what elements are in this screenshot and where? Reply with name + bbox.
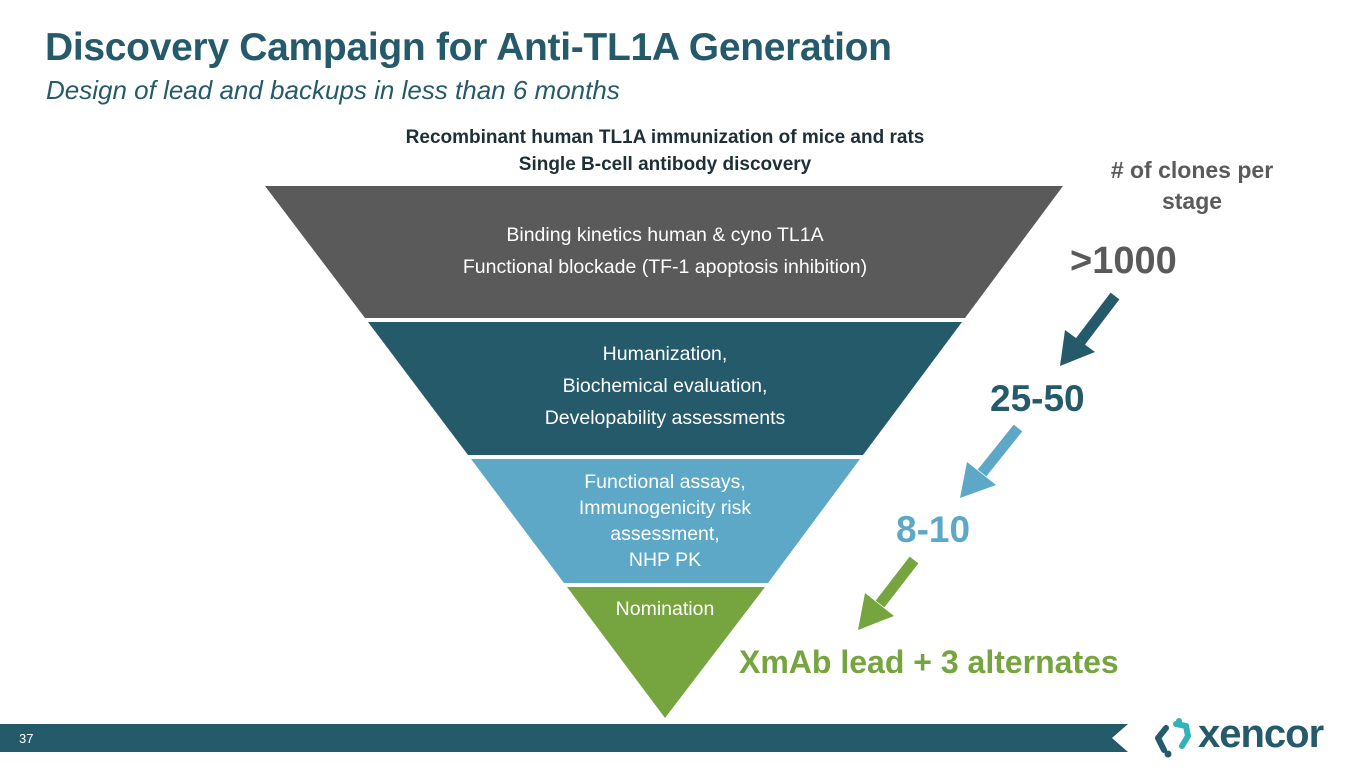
stage-text-line: Immunogenicity risk [578,497,752,519]
clones-per-stage-heading: # of clones per stage [1110,157,1274,214]
stage-text-line: Nomination [615,598,715,620]
stage-text-line: Biochemical evaluation, [562,375,768,397]
stage-text-line: Humanization, [602,343,728,365]
arrow-icon-2 [960,424,1023,498]
slide-title: Discovery Campaign for Anti-TL1A Generat… [45,26,892,69]
xencor-logo-icon [1155,718,1191,758]
stage-nomination-text: Nomination [565,596,765,622]
arrow-icon-3 [858,556,919,630]
funnel-header-line-1: Recombinant human TL1A immunization of m… [405,127,925,148]
stage-text-line: Functional blockade (TF-1 apoptosis inhi… [462,256,868,278]
stage-text-line: assessment, [610,523,720,545]
stage-text-line: Binding kinetics human & cyno TL1A [506,224,824,246]
stage-humanization-text: Humanization, Biochemical evaluation, De… [465,338,865,434]
funnel-header-line-2: Single B-cell antibody discovery [518,154,812,175]
footer-bar [0,724,1128,752]
funnel-stage-nomination [567,587,765,718]
clone-count-humanization: 25-50 [990,378,1085,419]
stage-text-line: Developability assessments [544,407,786,429]
arrow-icon-1 [1060,292,1120,366]
page-number: 37 [19,731,34,746]
funnel-stage-screening [265,186,1063,318]
slide-subtitle: Design of lead and backups in less than … [46,75,620,105]
funnel-stage-functional [471,459,860,583]
stage-functional-text: Functional assays, Immunogenicity risk a… [515,469,815,573]
stage-text-line: Functional assays, [584,471,746,493]
stage-screening-text: Binding kinetics human & cyno TL1A Funct… [365,219,965,283]
funnel-stage-humanization [368,322,962,455]
clone-count-functional: 8-10 [896,509,971,550]
clone-count-nomination: XmAb lead + 3 alternates [739,644,1119,680]
clone-count-screening: >1000 [1070,240,1177,282]
stage-text-line: NHP PK [628,549,702,571]
brand-name: xencor [1198,712,1324,756]
